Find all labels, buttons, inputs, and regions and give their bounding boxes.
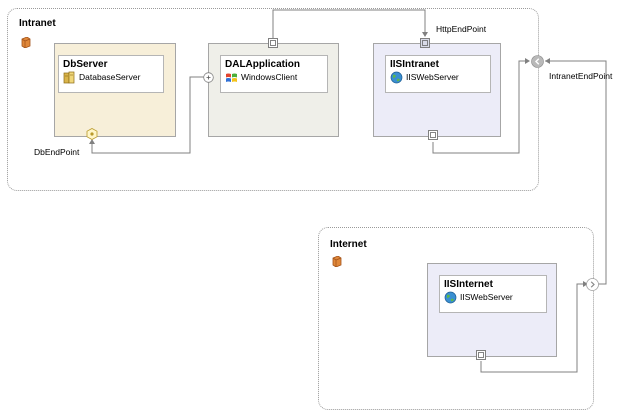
windows-client-icon: [226, 73, 237, 82]
app-dbserver[interactable]: DbServer DatabaseServer: [54, 43, 176, 137]
app-name: DALApplication: [225, 59, 300, 70]
app-type: DatabaseServer: [79, 72, 141, 82]
app-iisinternet[interactable]: IISInternet IISWebServer: [427, 263, 557, 357]
database-server-icon: [63, 71, 75, 84]
iis-web-server-icon: [390, 71, 403, 84]
app-type: WindowsClient: [241, 72, 298, 82]
app-iisintranet[interactable]: IISIntranet IISWebServer: [373, 43, 501, 137]
app-iisinternet-header[interactable]: IISInternet IISWebServer: [439, 275, 547, 313]
iisintranet-endpoint-icon[interactable]: [428, 130, 438, 140]
internet-zone-title: Internet: [330, 239, 367, 250]
app-iisintranet-header[interactable]: IISIntranet IISWebServer: [385, 55, 491, 93]
db-endpoint-label: DbEndPoint: [34, 147, 80, 157]
iis-web-server-icon: [444, 291, 457, 304]
db-endpoint-icon[interactable]: [86, 128, 98, 140]
intranet-zone-title: Intranet: [19, 18, 56, 29]
app-dalapplication[interactable]: DALApplication WindowsClient: [208, 43, 339, 137]
http-endpoint-icon[interactable]: [420, 38, 430, 48]
zone-icon: [21, 37, 31, 48]
internet-zone-endpoint-icon[interactable]: [586, 278, 599, 291]
intranet-endpoint-label: IntranetEndPoint: [549, 71, 613, 81]
http-endpoint-label: HttpEndPoint: [436, 24, 487, 34]
app-dbserver-header[interactable]: DbServer DatabaseServer: [58, 55, 164, 93]
zone-icon: [332, 256, 342, 267]
app-name: IISIntranet: [390, 59, 439, 70]
app-name: IISInternet: [444, 279, 493, 290]
app-type: IISWebServer: [406, 72, 459, 82]
iisinternet-endpoint-icon[interactable]: [476, 350, 486, 360]
app-dalapplication-header[interactable]: DALApplication WindowsClient: [220, 55, 328, 93]
dal-endpoint-icon[interactable]: [268, 38, 278, 48]
app-name: DbServer: [63, 59, 108, 70]
app-type: IISWebServer: [460, 292, 513, 302]
intranet-endpoint-icon[interactable]: [531, 55, 544, 68]
client-endpoint-icon[interactable]: [203, 72, 214, 83]
